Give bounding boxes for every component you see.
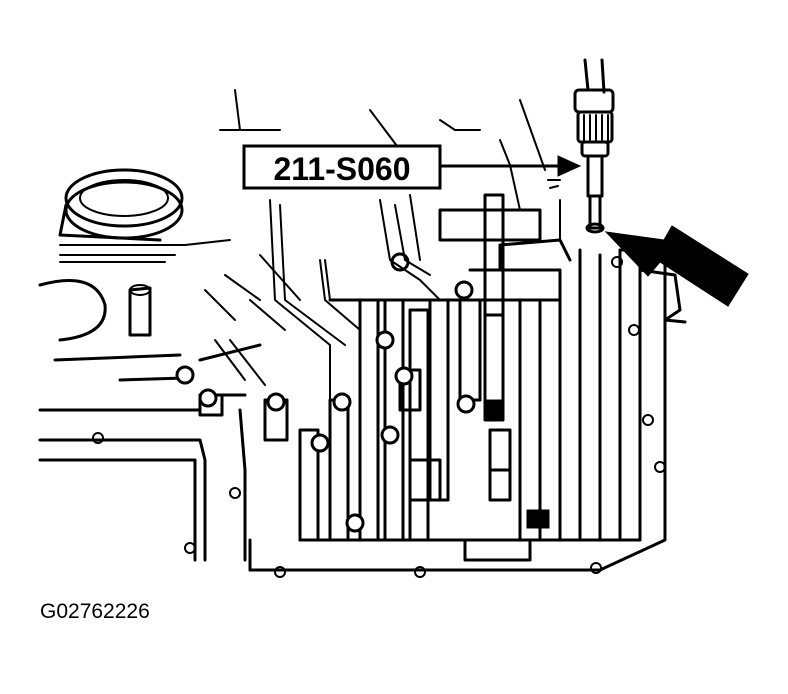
callout-label: 211-S060 bbox=[273, 151, 410, 187]
figure-code: G02762226 bbox=[40, 600, 150, 623]
passage-lines bbox=[204, 89, 546, 401]
callout-leader-arrow bbox=[438, 155, 582, 177]
valve-bores bbox=[175, 252, 482, 542]
case-bore bbox=[38, 279, 152, 342]
callout-box: 211-S060 bbox=[242, 144, 442, 190]
valve-body bbox=[248, 193, 642, 572]
indicator-arrow bbox=[604, 225, 749, 307]
tool-211-s060 bbox=[547, 58, 615, 241]
seal-ring bbox=[58, 168, 231, 263]
